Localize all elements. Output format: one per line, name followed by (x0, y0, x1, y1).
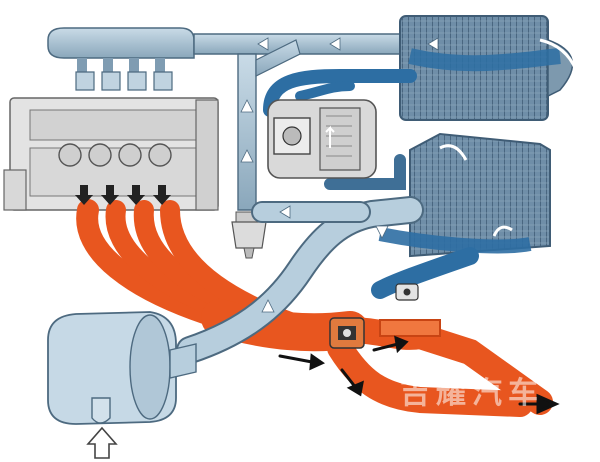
cooling-lines (263, 69, 479, 299)
charge-pipe (176, 196, 424, 364)
upper-intercooler (399, 15, 578, 121)
flow-arrow-icon (240, 37, 439, 313)
wastegate (329, 283, 419, 349)
oil-filter (231, 211, 267, 259)
intake-riser (237, 39, 301, 211)
engine-block (3, 97, 219, 211)
exhaust-arrow-icon (75, 185, 171, 205)
inlet-arrow-icon (86, 426, 118, 459)
intake-manifold (47, 27, 411, 91)
watermark-text: 吉耀汽车 (400, 376, 544, 411)
lower-intercooler (378, 132, 551, 258)
air-filter (47, 311, 197, 425)
turbocharger (267, 99, 377, 179)
exhaust-flow-arrows (278, 335, 560, 415)
